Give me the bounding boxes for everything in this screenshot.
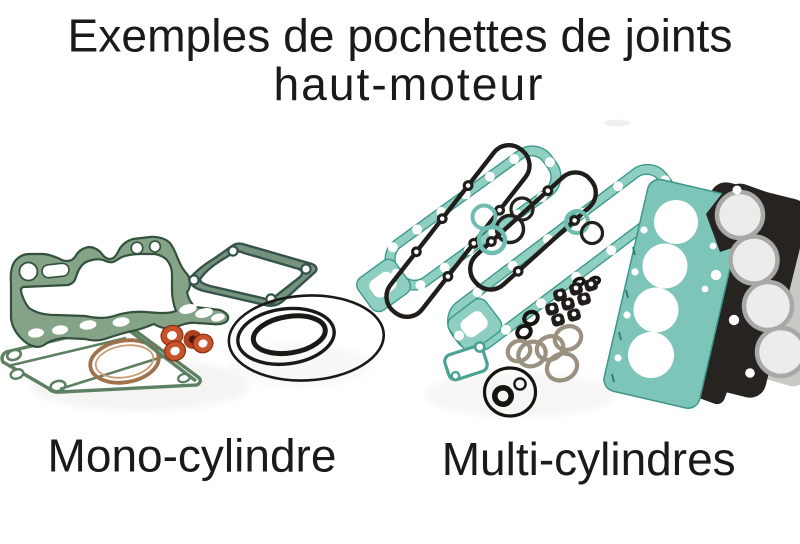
svg-text:Multi-cylindres: Multi-cylindres	[442, 433, 736, 485]
svg-text:haut-moteur: haut-moteur	[273, 58, 544, 110]
svg-text:Exemples de pochettes de joint: Exemples de pochettes de joints	[68, 10, 733, 62]
svg-text:Mono-cylindre: Mono-cylindre	[48, 430, 337, 482]
